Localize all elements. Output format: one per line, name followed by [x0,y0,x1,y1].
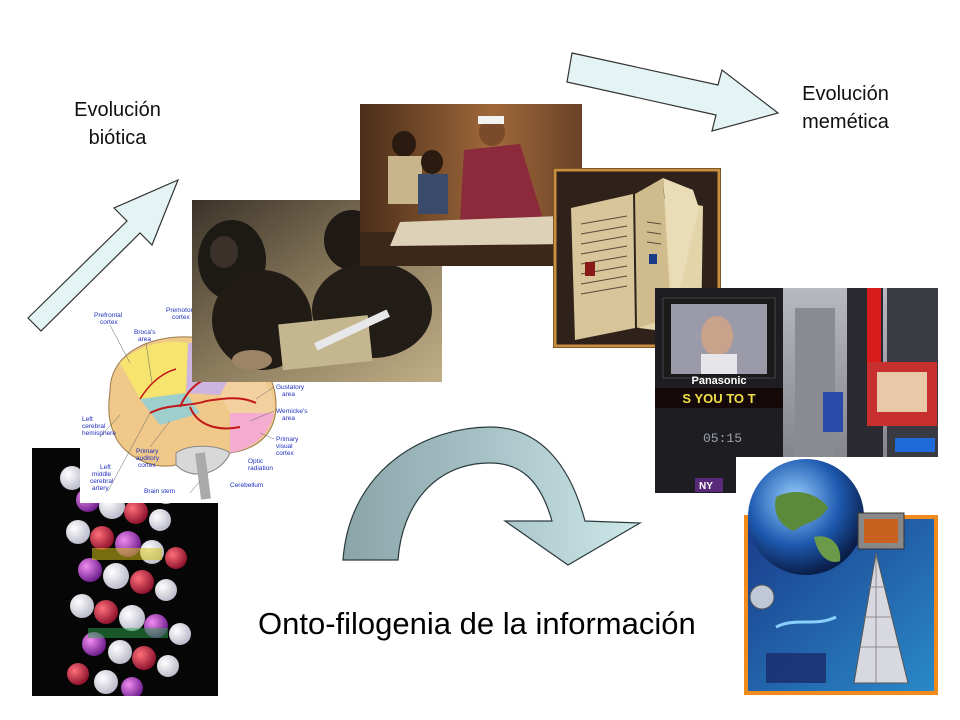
brain-label-left-hemisphere: Left [82,416,93,423]
billboard-brand: Panasonic [691,375,746,387]
svg-text:visual: visual [276,443,293,450]
svg-text:hemisphere: hemisphere [82,430,116,437]
svg-text:cortex: cortex [100,319,118,326]
brain-label-wernicke: Wernicke's [276,408,308,415]
svg-text:cortex: cortex [172,314,190,321]
brain-label-prefrontal: Prefrontal [94,312,123,319]
brain-label-optic: Optic [248,458,264,465]
brain-label-broca: Broca's [134,329,156,336]
chimpanzees-photo [192,200,442,382]
biotic-label-line1: Evolución [74,99,161,121]
biotic-label-line2: biótica [88,127,147,149]
memetic-evolution-arrow [566,52,780,132]
globe-information-collage [736,457,938,695]
svg-text:area: area [138,336,151,343]
brain-label-primary-visual: Primary [276,436,299,443]
svg-text:cortex: cortex [138,462,156,469]
brain-label-premotor: Premotor [166,307,194,314]
billboard-sign: NY [699,481,713,492]
billboard-clock: 05:15 [703,431,742,446]
svg-text:auditory: auditory [136,455,160,462]
svg-text:cortex: cortex [276,450,294,457]
slide-title: Onto-filogenia de la información [258,606,696,641]
brain-label-left-mca: Left [100,464,111,471]
svg-text:cerebral: cerebral [82,423,106,430]
memetic-label-line1: Evolución [802,83,889,105]
svg-text:artery: artery [92,485,109,492]
brain-label-brain-stem: Brain stem [144,488,175,495]
svg-text:radiation: radiation [248,465,273,472]
teaching-scene-photo [360,104,582,266]
curved-arrow [342,426,643,566]
brain-label-cerebellum: Cerebellum [230,482,263,489]
brain-label-primary-auditory: Primary [136,448,159,455]
memetic-evolution-label: Evolución memética [783,80,908,136]
svg-text:area: area [282,391,295,398]
brain-label-gustatory: Gustatory [276,384,305,391]
biotic-evolution-arrow [27,178,180,332]
svg-text:cerebral: cerebral [90,478,114,485]
biotic-evolution-label: Evolución biótica [55,96,180,152]
memetic-label-line2: memética [802,111,889,133]
svg-text:area: area [282,415,295,422]
svg-text:middle: middle [92,471,112,478]
billboard-ticker: S YOU TO T [682,391,755,406]
